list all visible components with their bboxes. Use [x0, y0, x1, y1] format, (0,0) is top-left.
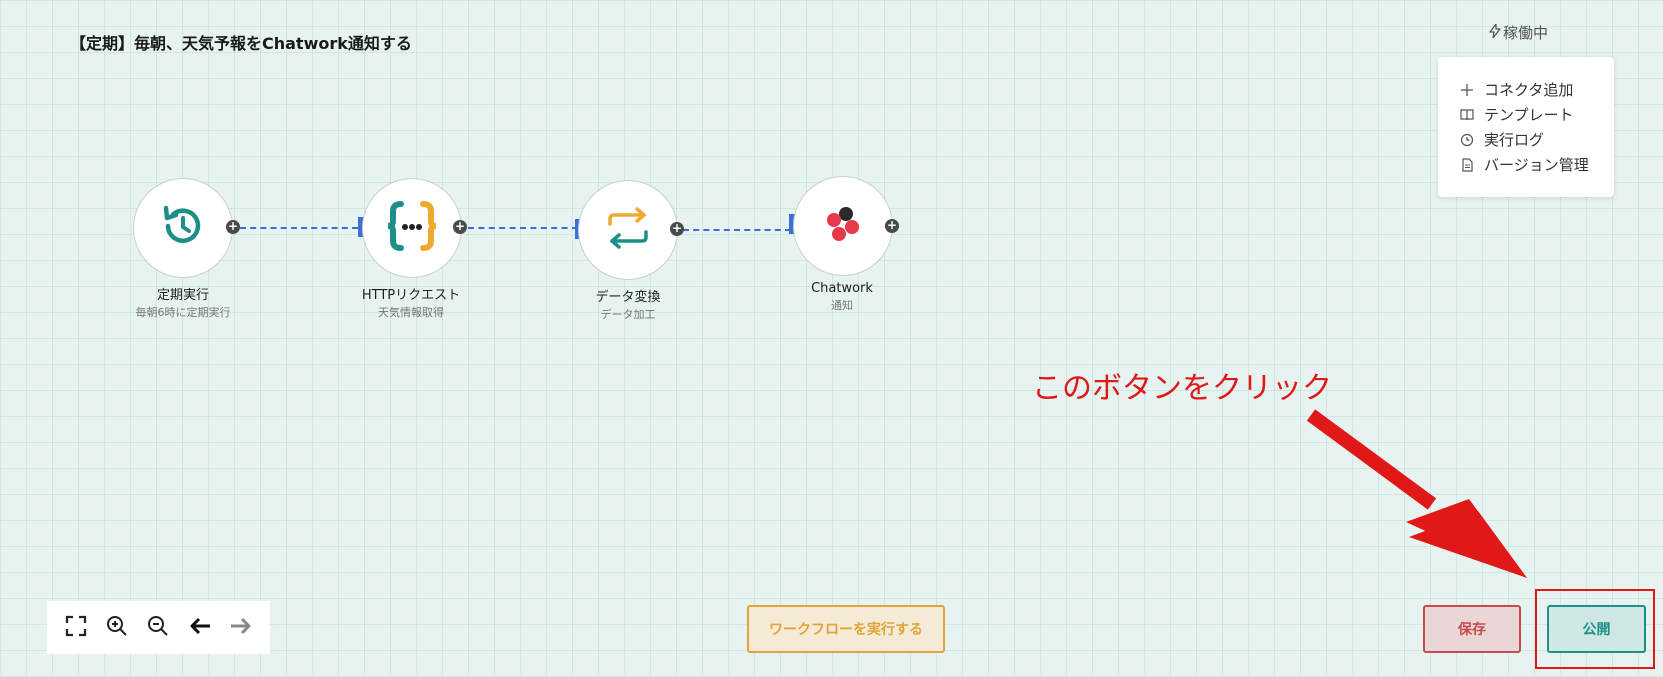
node-label: Chatwork 通知 [752, 281, 932, 313]
plus-icon [1460, 83, 1474, 97]
redo-arrow-icon [229, 616, 253, 640]
menu-item-execution-log[interactable]: 実行ログ [1460, 127, 1614, 152]
schedule-history-icon [159, 202, 207, 254]
menu-item-label: コネクタ追加 [1484, 81, 1574, 99]
annotation-text: このボタンをクリック [1032, 371, 1332, 406]
lightning-icon [1489, 22, 1501, 42]
node-subtitle: 通知 [831, 299, 853, 312]
publish-button[interactable]: 公開 [1547, 605, 1646, 653]
run-workflow-button[interactable]: ワークフローを実行する [747, 605, 945, 653]
redo-button[interactable] [224, 611, 258, 645]
workflow-title: 【定期】毎朝、天気予報をChatwork通知する [70, 34, 412, 53]
fullscreen-button[interactable] [59, 611, 93, 645]
transform-arrows-icon [604, 206, 652, 254]
node-chatwork[interactable] [793, 176, 893, 276]
zoom-out-button[interactable] [141, 611, 175, 645]
menu-item-version-control[interactable]: バージョン管理 [1460, 152, 1614, 177]
menu-item-template[interactable]: テンプレート [1460, 102, 1614, 127]
book-icon [1460, 108, 1474, 122]
menu-item-label: テンプレート [1484, 106, 1574, 124]
node-title: Chatwork [811, 281, 873, 296]
save-button[interactable]: 保存 [1423, 605, 1521, 653]
chatwork-logo-icon [823, 204, 863, 248]
undo-arrow-icon [188, 616, 212, 640]
node-label: データ変換 データ加工 [538, 286, 718, 322]
edge-2 [468, 227, 578, 229]
node-label: HTTPリクエスト 天気情報取得 [321, 284, 501, 320]
status-label: 稼働中 [1503, 24, 1549, 42]
add-node-button[interactable]: + [226, 219, 240, 234]
workflow-status: 稼働中 [1489, 22, 1548, 43]
node-data-transform[interactable] [578, 180, 678, 280]
node-subtitle: 毎朝6時に定期実行 [135, 306, 231, 319]
add-node-button[interactable]: + [885, 218, 899, 233]
canvas-toolbar [47, 601, 270, 654]
highlight-box [1535, 589, 1655, 669]
document-icon [1460, 157, 1474, 172]
menu-item-label: バージョン管理 [1484, 156, 1589, 174]
zoom-in-button[interactable] [100, 611, 134, 645]
fullscreen-icon [65, 615, 87, 641]
add-node-button[interactable]: + [453, 219, 467, 234]
menu-item-label: 実行ログ [1484, 131, 1545, 149]
node-title: データ変換 [595, 290, 661, 305]
workflow-menu: コネクタ追加 テンプレート 実行ログ バージョン管理 [1438, 57, 1614, 197]
edge-1 [240, 227, 358, 229]
node-subtitle: 天気情報取得 [378, 306, 444, 319]
node-subtitle: データ加工 [600, 308, 656, 321]
node-label: 定期実行 毎朝6時に定期実行 [93, 284, 273, 320]
node-schedule[interactable] [133, 178, 233, 278]
add-node-button[interactable]: + [670, 221, 684, 236]
input-port[interactable] [789, 214, 795, 234]
undo-button[interactable] [183, 611, 217, 645]
zoom-out-icon [147, 615, 169, 641]
clock-icon [1460, 133, 1474, 147]
edge-3 [683, 229, 791, 231]
json-braces-icon [385, 199, 439, 257]
menu-item-add-connector[interactable]: コネクタ追加 [1460, 77, 1614, 102]
zoom-in-icon [106, 615, 128, 641]
node-title: HTTPリクエスト [361, 288, 461, 303]
node-title: 定期実行 [156, 288, 209, 303]
input-port[interactable] [358, 217, 364, 237]
